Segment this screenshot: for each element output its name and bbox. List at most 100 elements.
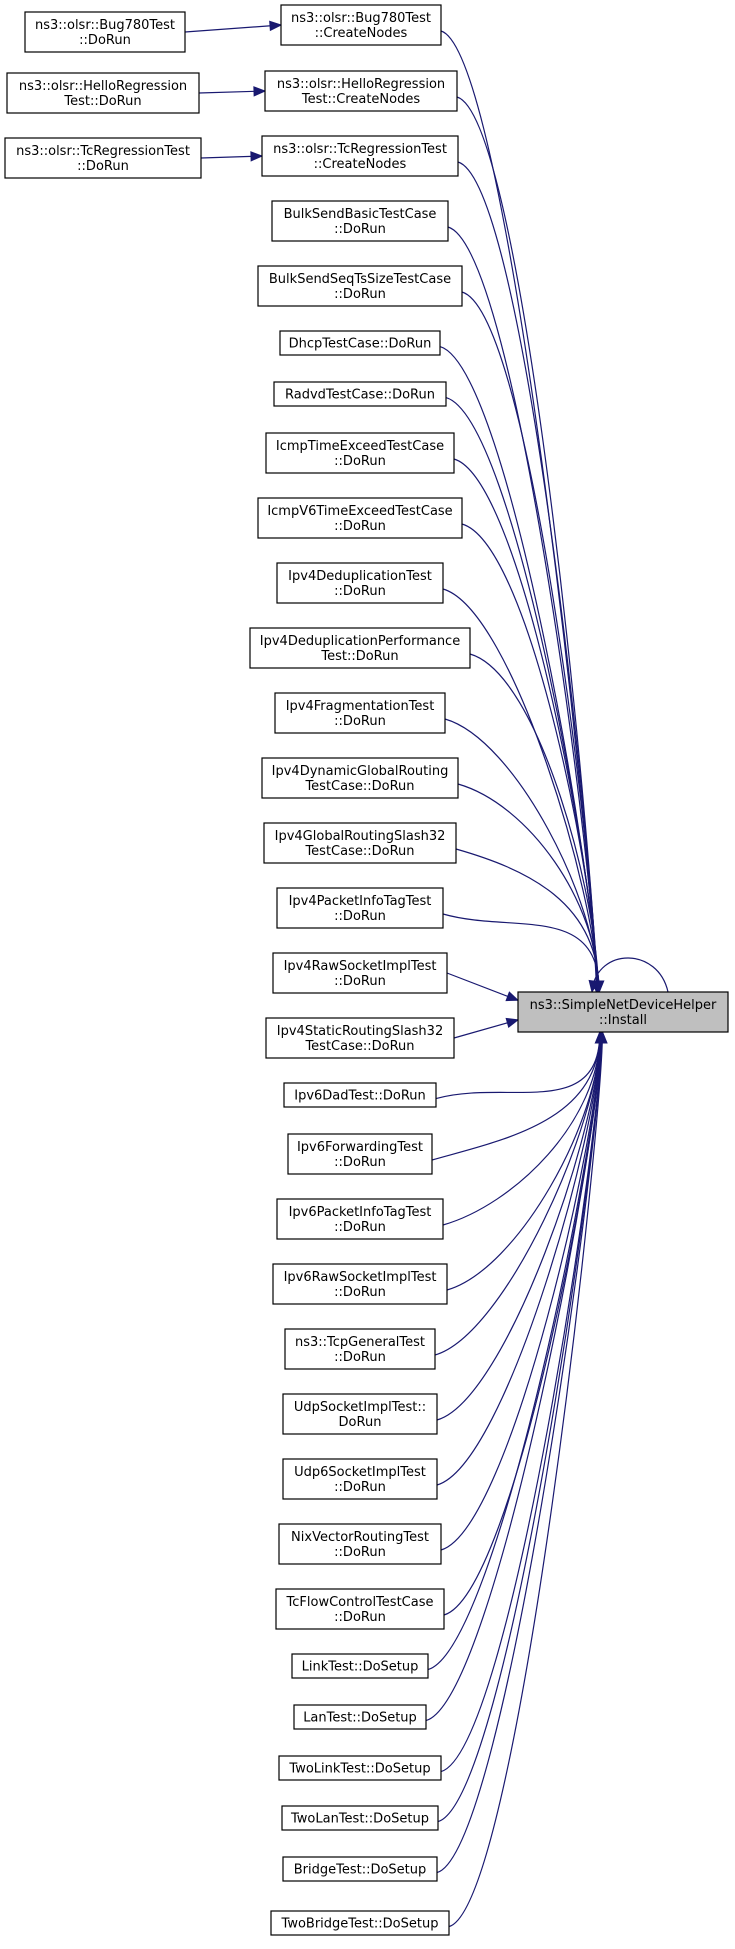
node-tcflow[interactable]: TcFlowControlTestCase::DoRun xyxy=(275,1588,445,1630)
caller-node-box xyxy=(278,1755,442,1781)
node-label-line: ns3::olsr::HelloRegression xyxy=(277,77,445,92)
edge-bug780-donrun-to-bug780-createnodes xyxy=(184,24,282,33)
caller-node-box xyxy=(4,137,202,179)
node-label-line: ::DoRun xyxy=(334,714,386,729)
caller-node-box xyxy=(279,330,441,356)
node-bulksendbasic[interactable]: BulkSendBasicTestCase::DoRun xyxy=(271,200,449,242)
edge-ipv4raw-to-install xyxy=(446,972,519,1001)
node-ipv4raw[interactable]: Ipv4RawSocketImplTest::DoRun xyxy=(272,952,448,994)
node-udp6sock[interactable]: Udp6SocketImplTest::DoRun xyxy=(282,1458,438,1500)
caller-node-box xyxy=(264,70,458,112)
caller-node-box xyxy=(284,1328,436,1370)
node-label-line: ::DoRun xyxy=(334,454,386,469)
edge-tcflow-to-install xyxy=(443,1031,603,1616)
node-install[interactable]: ns3::SimpleNetDeviceHelper::Install xyxy=(517,991,729,1033)
node-twobridge[interactable]: TwoBridgeTest::DoSetup xyxy=(270,1910,450,1936)
node-ipv6raw[interactable]: Ipv6RawSocketImplTest::DoRun xyxy=(272,1263,448,1305)
node-label-line: IcmpV6TimeExceedTestCase xyxy=(267,504,452,519)
edge-nixvector-to-install xyxy=(440,1031,602,1551)
caller-node-box xyxy=(265,1017,455,1059)
node-label-line: DhcpTestCase::DoRun xyxy=(289,337,432,352)
caller-node-box xyxy=(281,1805,439,1831)
node-ipv4frag[interactable]: Ipv4FragmentationTest::DoRun xyxy=(274,692,446,734)
caller-node-box xyxy=(276,887,444,929)
edge-arrowhead xyxy=(505,991,520,1002)
node-layer: ns3::olsr::Bug780Test::DoRun ns3::olsr::B… xyxy=(4,4,729,1936)
caller-node-box xyxy=(257,265,463,307)
node-label-line: Ipv4RawSocketImplTest xyxy=(284,959,437,974)
node-udpsock[interactable]: UdpSocketImplTest::DoRun xyxy=(282,1393,438,1435)
node-label-line: ::DoRun xyxy=(334,1545,386,1560)
edge-tcpgeneral-to-install xyxy=(434,1031,602,1356)
node-label-line: Ipv4DynamicGlobalRouting xyxy=(272,764,449,779)
node-label-line: LanTest::DoSetup xyxy=(303,1711,417,1726)
node-ipv4pkttag[interactable]: Ipv4PacketInfoTagTest::DoRun xyxy=(276,887,444,929)
caller-node-box xyxy=(271,200,449,242)
node-label-line: BulkSendBasicTestCase xyxy=(284,207,437,222)
node-label-line: ns3::SimpleNetDeviceHelper xyxy=(530,998,717,1013)
node-label-line: LinkTest::DoSetup xyxy=(302,1660,419,1675)
node-twolink[interactable]: TwoLinkTest::DoSetup xyxy=(278,1755,442,1781)
node-label-line: BulkSendSeqTsSizeTestCase xyxy=(269,272,451,287)
node-bridge[interactable]: BridgeTest::DoSetup xyxy=(282,1856,438,1882)
node-label-line: Ipv4DeduplicationPerformance xyxy=(260,634,460,649)
node-label-line: Ipv4PacketInfoTagTest xyxy=(289,894,432,909)
node-label-line: NixVectorRoutingTest xyxy=(291,1530,429,1545)
edge-radvd-to-install xyxy=(445,397,599,993)
node-label-line: Test::CreateNodes xyxy=(301,92,420,107)
node-label-line: ::DoRun xyxy=(334,1155,386,1170)
node-label-line: IcmpTimeExceedTestCase xyxy=(276,439,444,454)
caller-node-box xyxy=(257,497,463,539)
node-label-line: ::DoRun xyxy=(334,1610,386,1625)
node-ipv6dad[interactable]: Ipv6DadTest::DoRun xyxy=(283,1082,437,1108)
node-lantest[interactable]: LanTest::DoSetup xyxy=(293,1704,427,1730)
edge-ipv4dedupperf-to-install xyxy=(469,653,600,993)
node-label-line: ::DoRun xyxy=(334,287,386,302)
caller-node-box xyxy=(280,4,442,46)
node-ipv6fwd[interactable]: Ipv6ForwardingTest::DoRun xyxy=(287,1133,433,1175)
node-label-line: ::DoRun xyxy=(79,33,131,48)
node-label-line: TwoLinkTest::DoSetup xyxy=(288,1762,430,1777)
node-label-line: ::DoRun xyxy=(334,1480,386,1495)
node-hello-createnodes[interactable]: ns3::olsr::HelloRegressionTest::CreateNo… xyxy=(264,70,458,112)
caller-node-box xyxy=(6,72,200,114)
edge-hello-createnodes-to-install xyxy=(456,96,598,993)
edge-linktest-to-install xyxy=(427,1031,603,1671)
node-label-line: ::DoRun xyxy=(334,222,386,237)
caller-node-box xyxy=(270,1910,450,1936)
node-label-line: Ipv4DeduplicationTest xyxy=(288,569,432,584)
caller-node-box xyxy=(274,692,446,734)
caller-node-box xyxy=(276,562,444,604)
node-label-line: ::DoRun xyxy=(334,909,386,924)
node-twolan[interactable]: TwoLanTest::DoSetup xyxy=(281,1805,439,1831)
node-ipv6pkttag[interactable]: Ipv6PacketInfoTagTest::DoRun xyxy=(276,1198,444,1240)
edge-ipv4dyn-to-install xyxy=(457,783,600,993)
caller-node-box xyxy=(265,432,455,474)
edge-ipv6pkttag-to-install xyxy=(442,1031,601,1226)
node-bulksendseq[interactable]: BulkSendSeqTsSizeTestCase::DoRun xyxy=(257,265,463,307)
node-radvd[interactable]: RadvdTestCase::DoRun xyxy=(273,381,447,407)
node-nixvector[interactable]: NixVectorRoutingTest::DoRun xyxy=(278,1523,442,1565)
node-tc-createnodes[interactable]: ns3::olsr::TcRegressionTest::CreateNodes xyxy=(261,135,459,177)
caller-node-box xyxy=(276,1198,444,1240)
node-tcpgeneral[interactable]: ns3::TcpGeneralTest::DoRun xyxy=(284,1328,436,1370)
node-label-line: ::DoRun xyxy=(334,1220,386,1235)
caller-node-box xyxy=(272,952,448,994)
node-icmptime[interactable]: IcmpTimeExceedTestCase::DoRun xyxy=(265,432,455,474)
caller-node-box xyxy=(261,135,459,177)
node-label-line: BridgeTest::DoSetup xyxy=(294,1863,427,1878)
node-icmpv6time[interactable]: IcmpV6TimeExceedTestCase::DoRun xyxy=(257,497,463,539)
node-bug780-donrun[interactable]: ns3::olsr::Bug780Test::DoRun xyxy=(24,11,186,53)
node-linktest[interactable]: LinkTest::DoSetup xyxy=(291,1653,429,1679)
node-label-line: ::DoRun xyxy=(77,159,129,174)
node-tc-donrun[interactable]: ns3::olsr::TcRegressionTest::DoRun xyxy=(4,137,202,179)
node-bug780-createnodes[interactable]: ns3::olsr::Bug780Test::CreateNodes xyxy=(280,4,442,46)
node-dhcp[interactable]: DhcpTestCase::DoRun xyxy=(279,330,441,356)
node-ipv4dedup[interactable]: Ipv4DeduplicationTest::DoRun xyxy=(276,562,444,604)
edge-arrowhead xyxy=(269,20,283,32)
